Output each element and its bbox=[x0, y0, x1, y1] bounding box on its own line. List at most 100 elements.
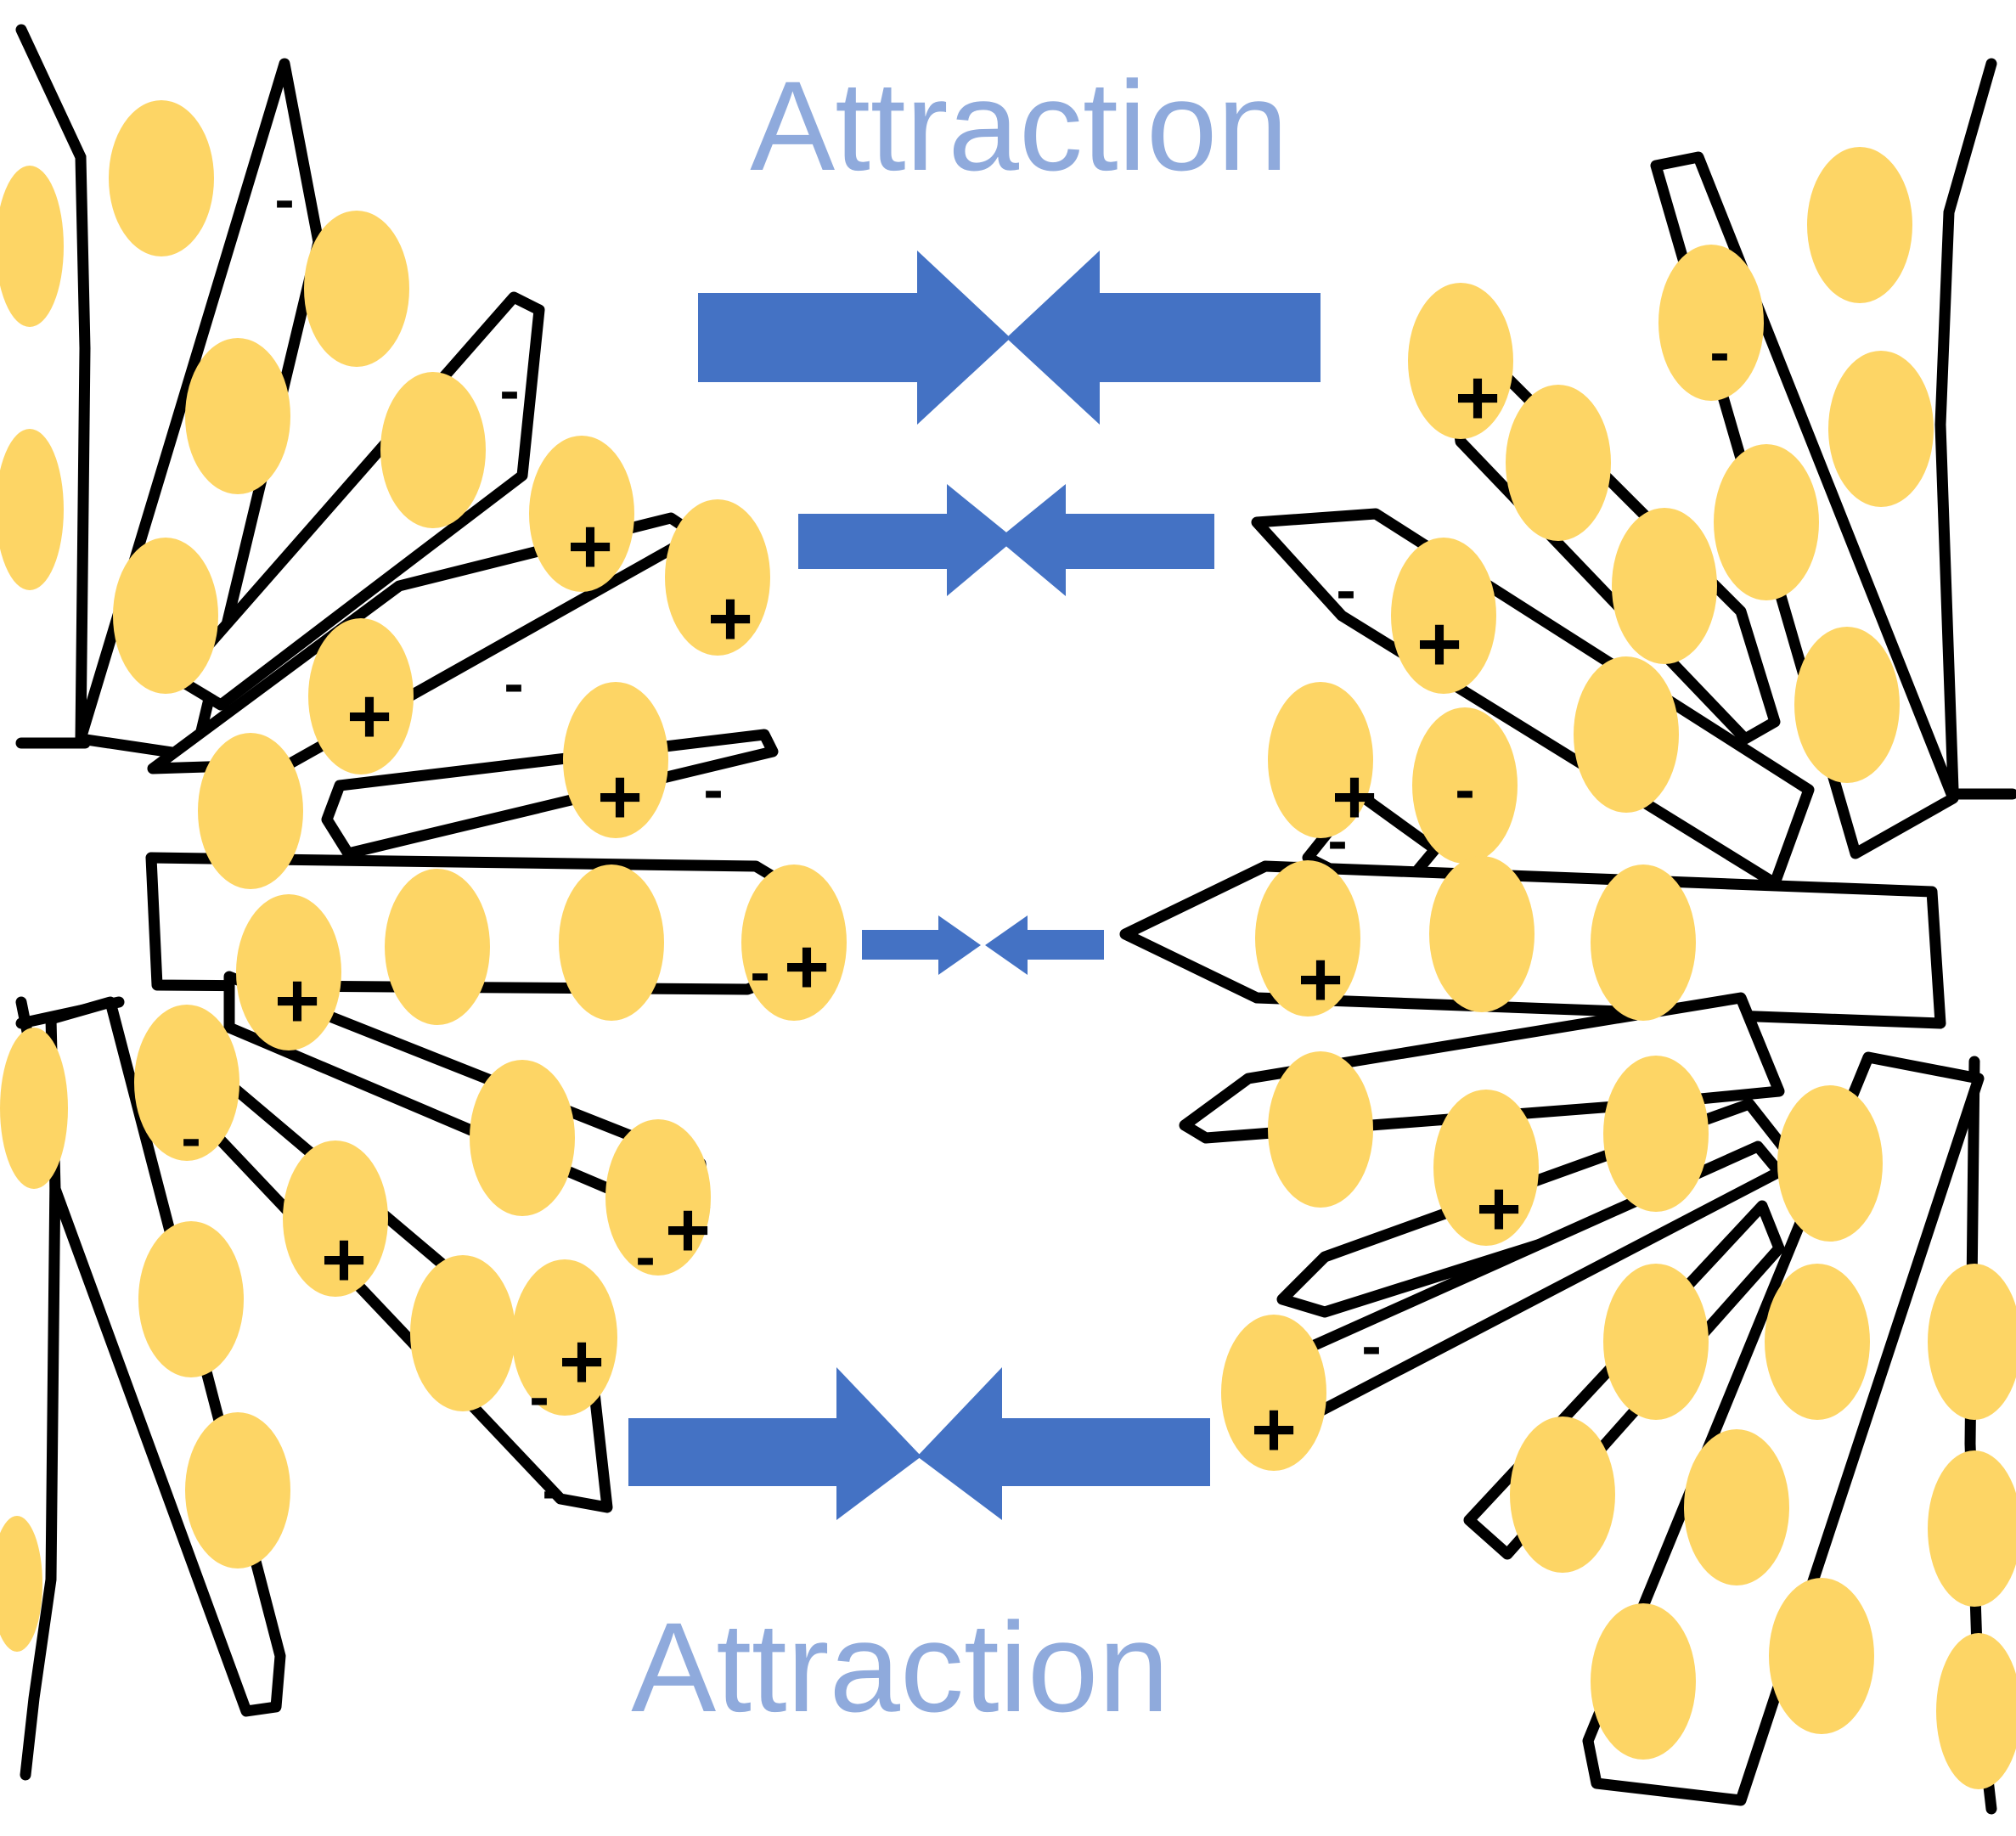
particle bbox=[0, 166, 64, 327]
plus-charge: + bbox=[274, 957, 320, 1044]
left-pointing-arrow bbox=[985, 915, 1104, 975]
minus-charge: - bbox=[750, 938, 769, 1005]
particle bbox=[1591, 1603, 1696, 1760]
plus-charge: + bbox=[321, 1216, 367, 1303]
particle bbox=[1928, 1450, 2016, 1607]
plus-charge: + bbox=[1332, 753, 1377, 840]
particle bbox=[1412, 707, 1518, 864]
minus-charge: - bbox=[542, 1456, 561, 1523]
minus-charge: - bbox=[274, 166, 294, 232]
particle bbox=[559, 864, 664, 1021]
left-cluster: - - + + - + + - - + + - + - + + - - bbox=[0, 24, 847, 1781]
particle bbox=[1433, 1090, 1539, 1246]
plus-charge: + bbox=[1476, 1165, 1522, 1252]
particle bbox=[665, 499, 770, 656]
particle bbox=[1936, 1633, 2016, 1789]
plus-charge: + bbox=[346, 673, 392, 759]
particle bbox=[1765, 1264, 1870, 1420]
minus-charge: - bbox=[504, 650, 523, 716]
particle bbox=[0, 1028, 68, 1189]
minus-charge: - bbox=[635, 1223, 655, 1289]
particle bbox=[185, 1412, 290, 1568]
particle bbox=[134, 1005, 239, 1161]
minus-charge: - bbox=[499, 357, 519, 423]
particle bbox=[410, 1255, 515, 1411]
particle bbox=[1429, 856, 1535, 1012]
left-pointing-arrow bbox=[917, 1367, 1210, 1520]
plus-charge: + bbox=[1251, 1386, 1297, 1473]
particle bbox=[470, 1060, 575, 1216]
particle bbox=[529, 436, 634, 592]
particle bbox=[741, 864, 847, 1021]
minus-charge: - bbox=[181, 1104, 200, 1170]
plus-charge: + bbox=[784, 923, 830, 1010]
plus-charge: + bbox=[707, 575, 753, 662]
particle bbox=[1506, 385, 1611, 541]
particle bbox=[308, 618, 414, 774]
particle bbox=[0, 1516, 42, 1652]
plus-charge: + bbox=[567, 503, 613, 589]
particle bbox=[1777, 1085, 1883, 1242]
particle bbox=[1268, 682, 1373, 838]
particle bbox=[1658, 245, 1764, 401]
right-cluster: - + - + + - - + + - + bbox=[1119, 58, 2016, 1815]
particle bbox=[380, 372, 486, 528]
particle bbox=[1603, 1056, 1709, 1212]
particle bbox=[1794, 627, 1900, 783]
particle bbox=[1510, 1416, 1615, 1573]
right-pointing-arrow bbox=[698, 251, 1011, 425]
attraction-arrows bbox=[628, 251, 1321, 1520]
right-charges: - + - + + - - + + - + bbox=[1251, 318, 1730, 1473]
particle bbox=[1684, 1429, 1789, 1585]
particle bbox=[605, 1119, 711, 1276]
particle bbox=[1574, 656, 1679, 813]
particle bbox=[512, 1259, 617, 1416]
particle bbox=[1255, 860, 1360, 1017]
particle bbox=[138, 1221, 244, 1377]
plus-charge: + bbox=[597, 753, 643, 840]
particle bbox=[1268, 1051, 1373, 1208]
particle bbox=[1714, 444, 1819, 600]
particle bbox=[113, 538, 218, 694]
particle bbox=[109, 100, 214, 256]
minus-charge: - bbox=[1327, 807, 1347, 873]
attraction-label-top: Attraction bbox=[750, 54, 1288, 197]
right-pointing-arrow bbox=[862, 915, 981, 975]
right-outer-edge-upper bbox=[1934, 58, 1997, 796]
particle bbox=[283, 1140, 388, 1297]
particle bbox=[1928, 1264, 2016, 1420]
particle bbox=[1391, 538, 1496, 694]
plus-charge: + bbox=[1298, 936, 1343, 1022]
minus-charge: - bbox=[1361, 1312, 1381, 1378]
particle bbox=[1221, 1315, 1326, 1471]
particle bbox=[1828, 351, 1934, 507]
particle bbox=[1591, 864, 1696, 1021]
plus-charge: + bbox=[559, 1318, 605, 1405]
attraction-label-bottom: Attraction bbox=[631, 1596, 1169, 1738]
particle bbox=[0, 429, 64, 590]
left-pointing-arrow bbox=[998, 484, 1214, 596]
right-pointing-arrow bbox=[628, 1367, 921, 1520]
minus-charge: - bbox=[1455, 756, 1474, 822]
left-pointing-arrow bbox=[1006, 251, 1321, 425]
particle bbox=[236, 894, 341, 1050]
particle bbox=[1603, 1264, 1709, 1420]
particle bbox=[1408, 283, 1513, 439]
particle bbox=[185, 338, 290, 494]
plus-charge: + bbox=[1455, 354, 1501, 441]
left-beads bbox=[0, 100, 847, 1652]
minus-charge: - bbox=[1709, 318, 1729, 385]
plus-charge: + bbox=[1416, 600, 1462, 687]
minus-charge: - bbox=[703, 756, 723, 822]
left-outer-edge-upper bbox=[15, 24, 91, 745]
particle bbox=[385, 869, 490, 1025]
particle bbox=[198, 733, 303, 889]
particle bbox=[1612, 508, 1717, 664]
particle bbox=[1807, 147, 1912, 303]
right-beads bbox=[1221, 147, 2016, 1789]
minus-charge: - bbox=[1336, 556, 1355, 622]
right-pointing-arrow bbox=[798, 484, 1015, 596]
left-charges: - - + + - + + - - + + - + - + + - - bbox=[181, 166, 830, 1523]
particle bbox=[563, 682, 668, 838]
